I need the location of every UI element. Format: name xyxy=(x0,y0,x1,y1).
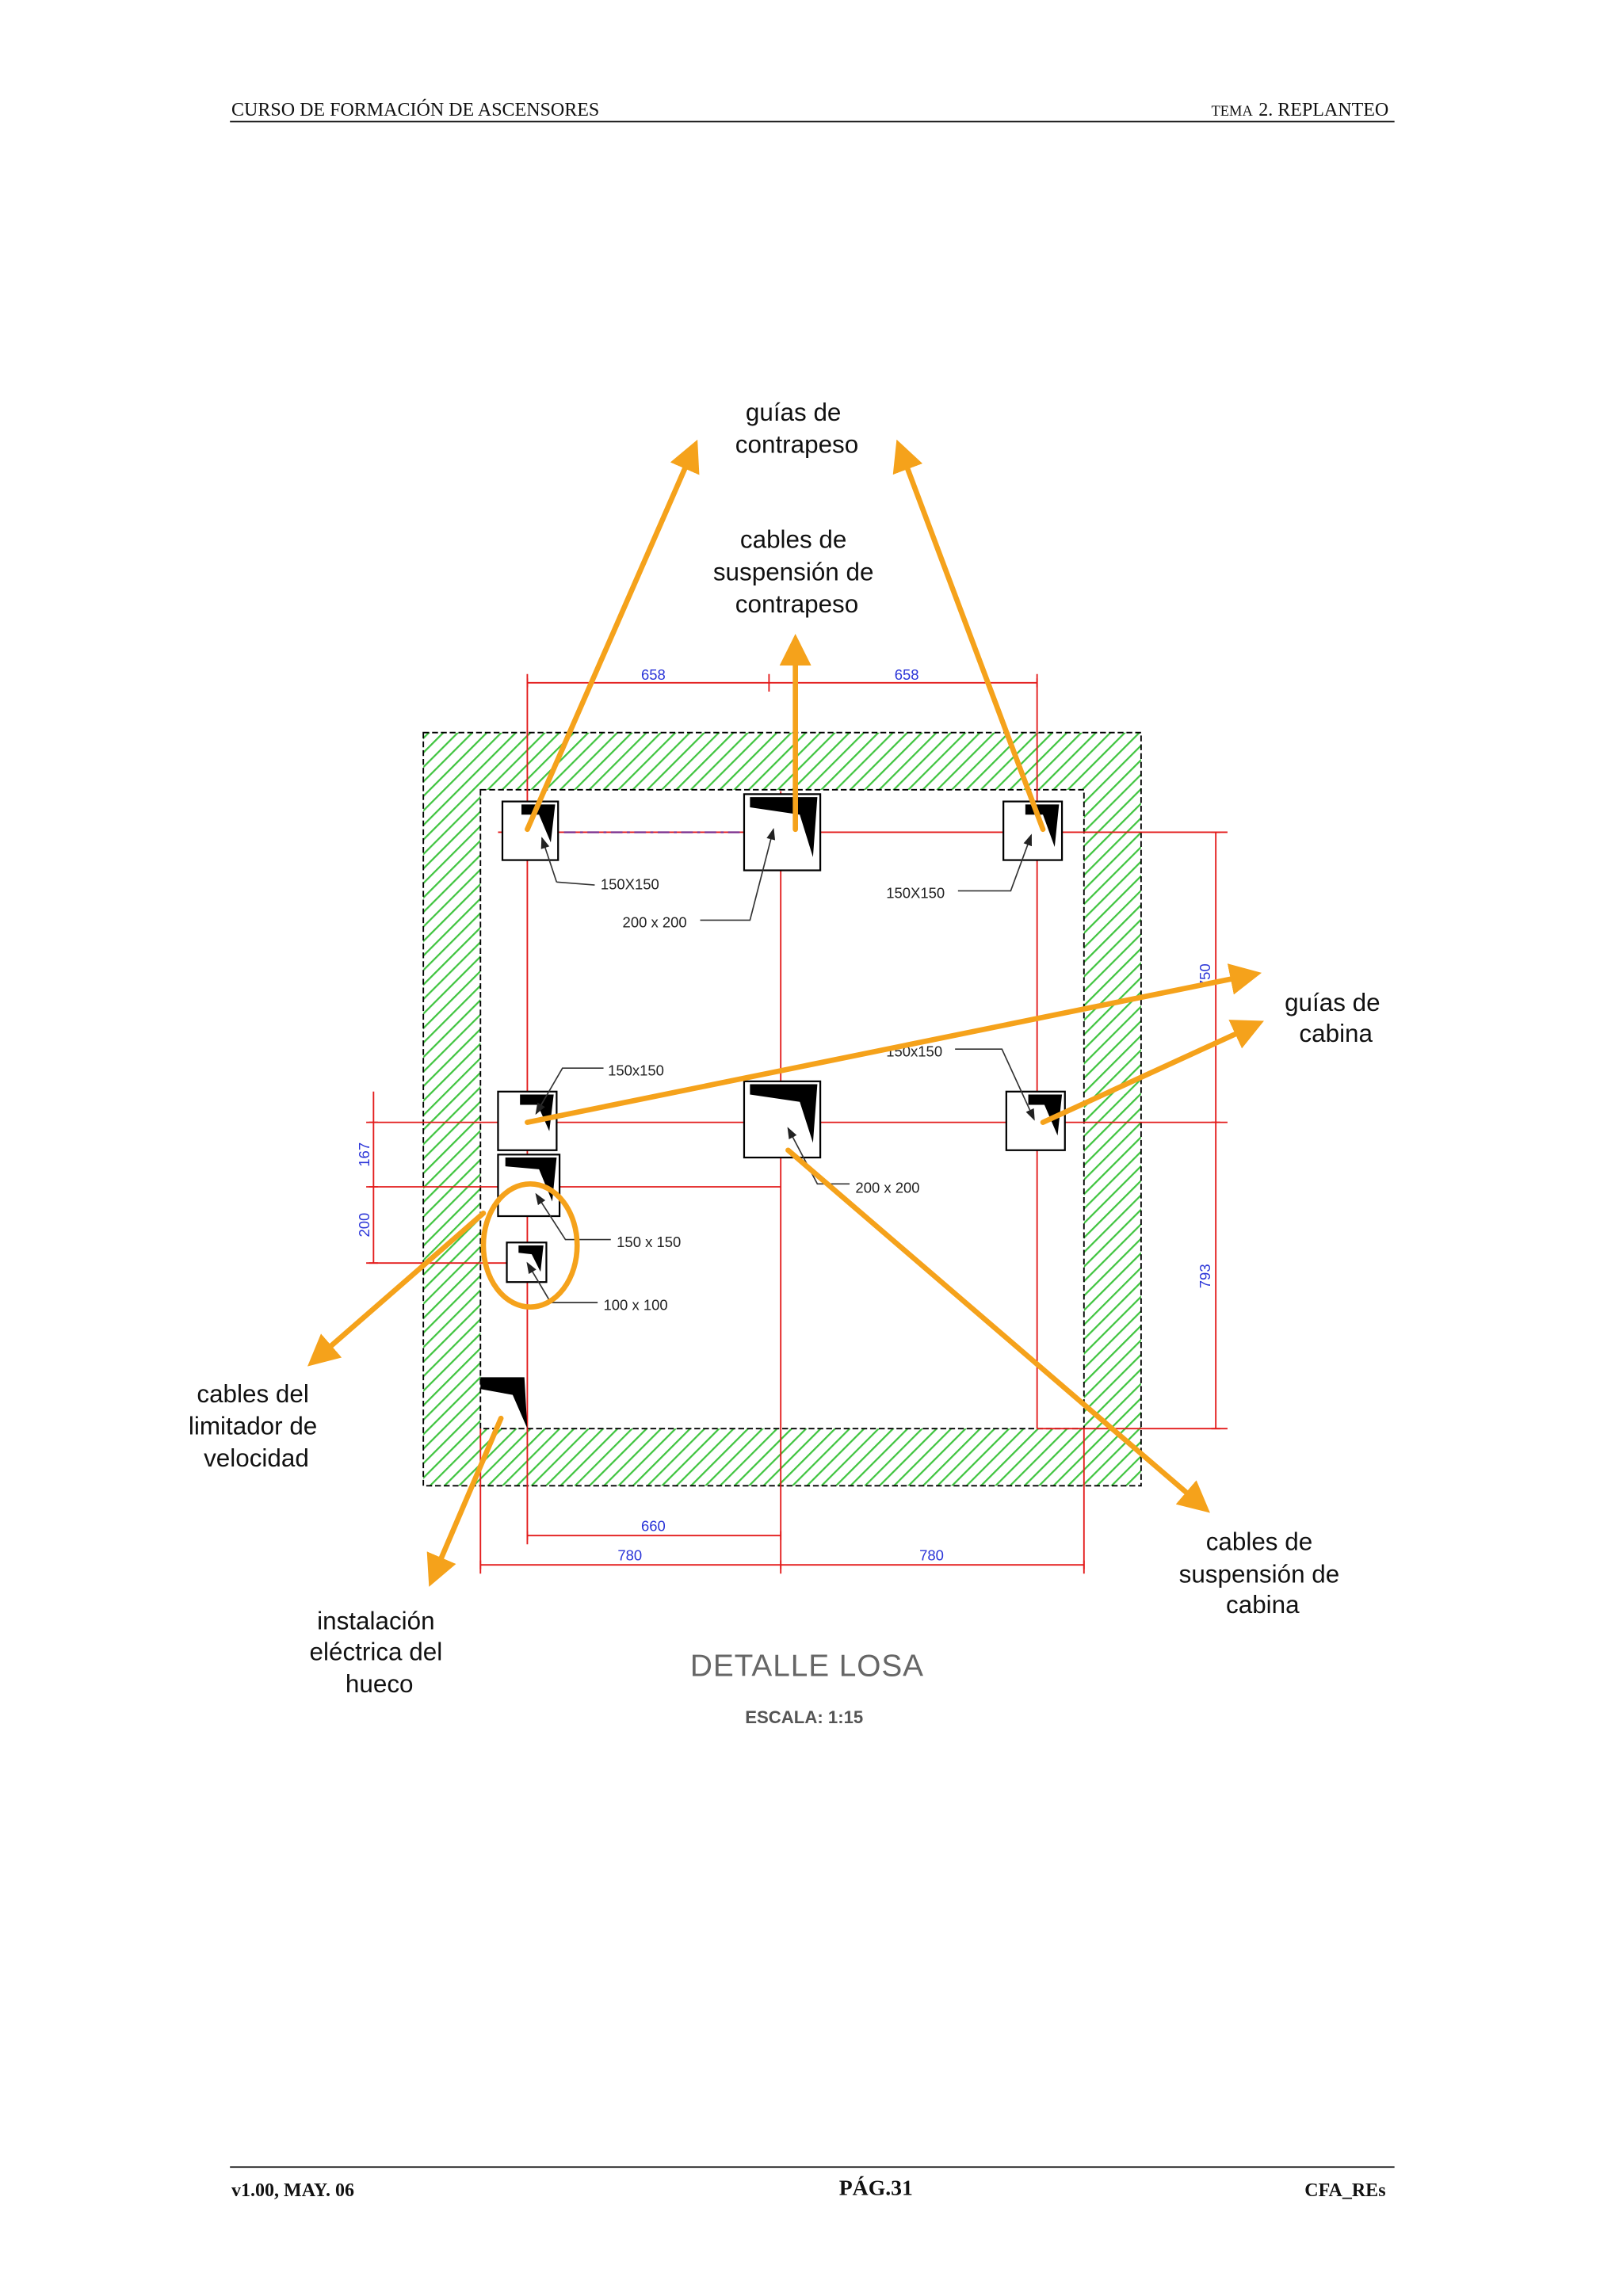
dimension-ticks xyxy=(369,678,1220,1569)
dim-top-right: 658 xyxy=(895,666,919,683)
header-chapter-title: 2. REPLANTEO xyxy=(1258,100,1388,120)
dim-top-left: 658 xyxy=(641,666,666,683)
callout-arrows xyxy=(307,439,1264,1587)
dim-left-lower: 200 xyxy=(356,1213,372,1238)
callout-counterweight-guides: guías de contrapeso xyxy=(735,399,858,459)
opening-top-right xyxy=(1002,800,1064,861)
dim-bottom-left: 780 xyxy=(617,1547,642,1564)
page-footer: v1.00, MAY. 06 PÁG.31 CFA_REs xyxy=(230,2166,1395,2201)
arrow-car-cables xyxy=(785,1147,1210,1513)
callout-car-suspension-cables: cables de suspensión de cabina xyxy=(1179,1528,1346,1619)
callout-line: cables de xyxy=(740,526,846,554)
callout-line: instalación xyxy=(317,1608,434,1635)
dim-right-lower: 793 xyxy=(1197,1264,1213,1288)
wall-outer-edge xyxy=(422,731,1142,1487)
callout-line: suspensión de xyxy=(1179,1560,1340,1588)
arrow-car-guide-left xyxy=(525,963,1262,1125)
callout-line: velocidad xyxy=(204,1444,309,1472)
dim-left-upper: 167 xyxy=(356,1142,372,1167)
label-opening-small: 100 x 100 xyxy=(604,1296,668,1313)
header-chapter: TEMA 2. REPLANTEO xyxy=(1211,100,1388,120)
label-opening-mid-center: 200 x 200 xyxy=(855,1179,919,1196)
callout-line: guías de xyxy=(746,399,842,426)
callout-line: contrapeso xyxy=(735,430,858,458)
callout-speed-governor-cables: cables del limitador de velocidad xyxy=(189,1380,324,1472)
label-opening-top-right: 150X150 xyxy=(886,885,945,902)
opening-mid-center xyxy=(743,1080,822,1159)
callout-line: cabina xyxy=(1299,1020,1373,1047)
opening-top-left xyxy=(501,800,559,861)
arrow-counterweight-guide-left xyxy=(525,439,700,833)
electrical-corner xyxy=(480,1377,528,1429)
dim-bottom-right: 780 xyxy=(919,1547,944,1564)
arrow-counterweight-guide-right xyxy=(892,439,1046,833)
callout-line: hueco xyxy=(346,1670,414,1698)
wall-inner-edge xyxy=(479,788,1085,1430)
footer-code: CFA_REs xyxy=(1304,2180,1385,2201)
header-chapter-prefix: TEMA xyxy=(1211,103,1253,119)
dim-bottom-inner: 660 xyxy=(641,1518,666,1535)
opening-small xyxy=(506,1241,548,1283)
callout-car-guides: guías de cabina xyxy=(1285,989,1387,1047)
callout-labels: guías de contrapeso cables de suspensión… xyxy=(189,399,1387,1699)
callout-line: cables de xyxy=(1206,1528,1312,1556)
arrow-car-guide-right xyxy=(1040,1020,1264,1125)
callout-line: cabina xyxy=(1226,1591,1300,1619)
callout-counterweight-suspension-cables: cables de suspensión de contrapeso xyxy=(713,526,880,618)
callout-line: cables del xyxy=(197,1380,308,1408)
dimension-labels: 658 658 750 793 167 200 660 780 780 xyxy=(356,666,1213,1563)
arrow-electrical-installation xyxy=(426,1415,504,1587)
drawing-scale: ESCALA: 1:15 xyxy=(745,1707,863,1727)
opening-mid-right xyxy=(1005,1090,1066,1151)
callout-shaft-electrical-installation: instalación eléctrica del hueco xyxy=(310,1608,449,1699)
drawing-title: DETALLE LOSA xyxy=(690,1650,924,1684)
governor-highlight-ellipse xyxy=(480,1180,580,1310)
opening-top-center xyxy=(743,793,822,871)
page-header: CURSO DE FORMACIÓN DE ASCENSORES TEMA 2. … xyxy=(230,99,1395,123)
callout-line: contrapeso xyxy=(735,590,858,618)
arrow-governor-cables xyxy=(307,1210,487,1367)
shaft-wall xyxy=(422,731,1142,1487)
opening-leaders xyxy=(526,827,1035,1303)
callout-line: limitador de xyxy=(189,1413,317,1440)
slab-openings xyxy=(480,793,1066,1429)
label-opening-mid-left: 150x150 xyxy=(608,1062,664,1078)
callout-line: eléctrica del xyxy=(310,1638,443,1665)
footer-page-number: PÁG.31 xyxy=(839,2175,913,2199)
footer-version: v1.00, MAY. 06 xyxy=(231,2180,354,2201)
label-opening-top-center: 200 x 200 xyxy=(623,914,687,931)
label-opening-top-left: 150X150 xyxy=(601,876,659,893)
header-course-title: CURSO DE FORMACIÓN DE ASCENSORES xyxy=(231,99,599,120)
callout-line: guías de xyxy=(1285,989,1381,1016)
label-opening-lower-left: 150 x 150 xyxy=(617,1234,681,1250)
opening-labels: 150X150 200 x 200 150X150 150x150 150x15… xyxy=(601,876,945,1314)
callout-line: suspensión de xyxy=(713,558,874,585)
